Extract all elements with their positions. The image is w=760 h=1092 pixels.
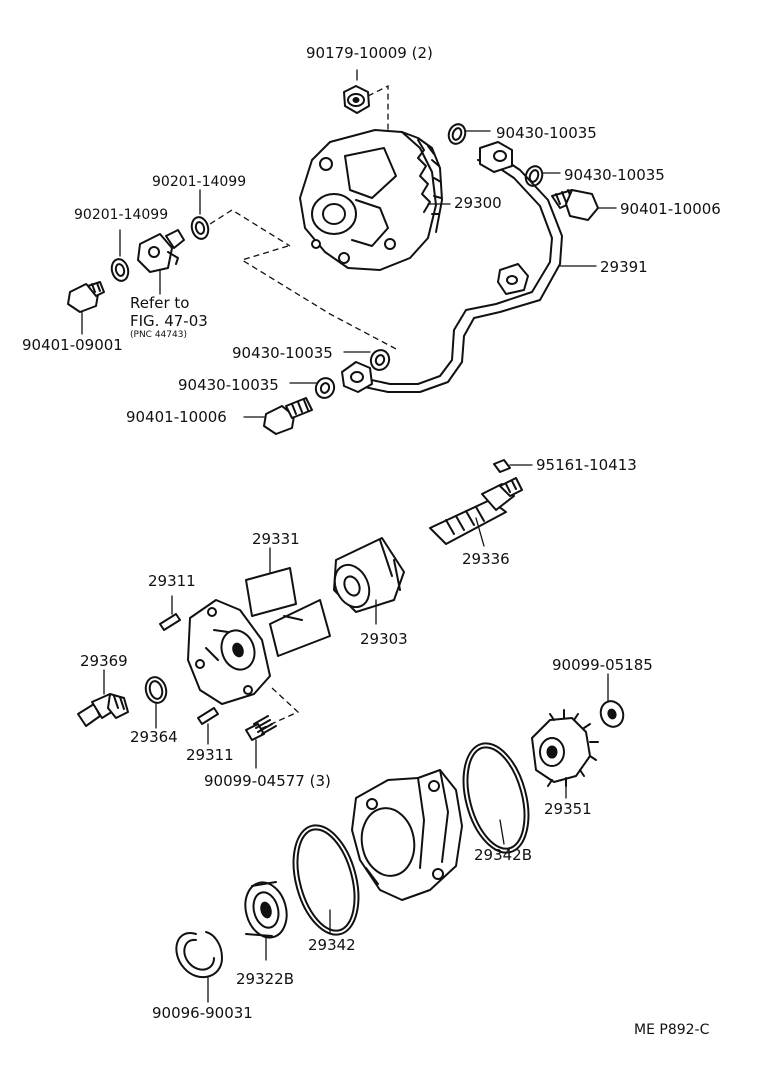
o-ring-29364 [144,676,168,729]
vacuum-pump-29300 [299,129,451,271]
routing-line-upper [240,245,399,351]
o-ring-29342b [462,742,530,854]
label-29300: 29300 [454,194,502,212]
label-29303: 29303 [360,630,408,648]
label-29311-upper: 29311 [148,572,196,590]
label-90401-lower: 90401-10006 [126,408,227,426]
label-29336: 29336 [462,550,510,568]
label-29364: 29364 [130,728,178,746]
label-90099-05185: 90099-05185 [552,656,653,674]
nut-90179 [343,69,389,132]
drive-shaft-29336 [429,477,523,547]
o-ring-29342 [292,824,360,936]
label-29391: 29391 [600,258,648,276]
label-90430-low: 90430-10035 [178,376,279,394]
label-refer-line1: Refer to [130,294,189,312]
washer-90201-lower [110,229,130,282]
union-bolt-90401-right [551,189,617,221]
pin-29311-upper [159,595,181,631]
label-29369: 29369 [80,652,128,670]
label-29351: 29351 [544,800,592,818]
drive-gear-29351 [531,709,599,799]
pump-cover-plate [187,599,300,731]
label-29342b: 29342B [474,846,532,864]
label-90401-left: 90401-09001 [22,336,123,354]
label-90201-upper: 90201-14099 [152,174,246,190]
washer-90430-mid [343,349,391,371]
union-bolt-90401-lower [243,397,313,435]
washer-90430-low [289,377,336,399]
label-95161: 95161-10413 [536,456,637,474]
nut-90099-05185 [599,673,625,728]
rotor-29303 [333,537,405,625]
label-refer-line2: FIG. 47-03 [130,312,208,330]
label-29322b: 29322B [236,970,294,988]
union-bolt-90401-left [67,281,105,335]
label-90430-right: 90430-10035 [564,166,665,184]
figure-code: ME P892-C [634,1022,710,1038]
bearing-29322b [244,881,288,961]
label-90179: 90179-10009 (2) [306,44,433,62]
label-90430-mid: 90430-10035 [232,344,333,362]
pin-29311-lower [197,707,219,745]
woodruff-key-95161 [493,459,533,473]
nipple-29369 [77,669,129,727]
label-29311-lower: 29311 [186,746,234,764]
label-90099-04577: 90099-04577 (3) [204,772,331,790]
label-90401-right: 90401-10006 [620,200,721,218]
vacuum-pipe-29391 [341,141,597,393]
label-90201-lower: 90201-14099 [74,207,168,223]
label-90430-top: 90430-10035 [496,124,597,142]
washer-90201-upper [190,189,291,247]
vane-29331 [245,547,297,617]
screw-90099-04577 [245,715,277,769]
washer-90430-right [524,165,561,187]
washer-90430-top [447,123,491,145]
snap-ring-90096 [175,931,223,1003]
label-29342: 29342 [308,936,356,954]
vane-29331-second [269,599,331,657]
pump-body [351,769,463,901]
label-90096: 90096-90031 [152,1004,253,1022]
label-refer-line3: (PNC 44743) [130,330,187,340]
label-29331: 29331 [252,530,300,548]
union-fitting [137,229,185,295]
